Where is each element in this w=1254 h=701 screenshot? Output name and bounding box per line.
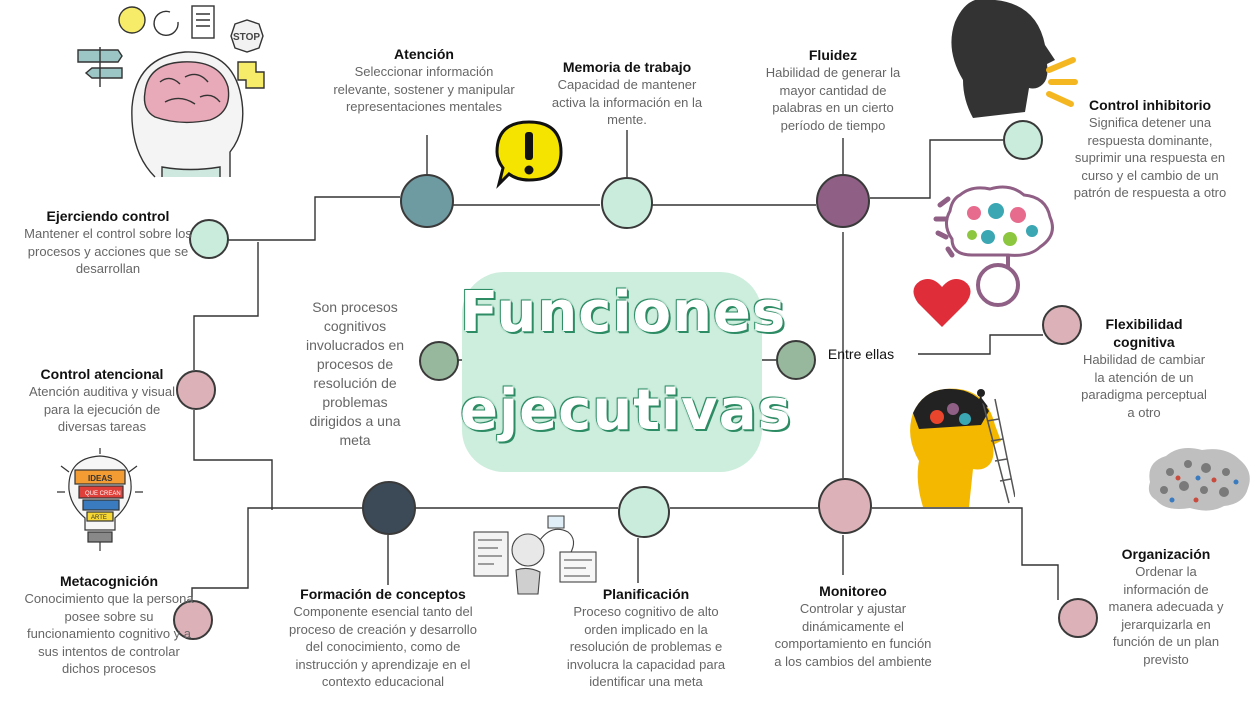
desc-formacion: Componente esencial tanto del proceso de… (289, 604, 477, 689)
title-planificacion: Planificación (602, 586, 690, 602)
block-fluidez: Fluidez Habilidad de generar la mayor ca… (757, 46, 909, 134)
desc-control-atencional: Atención auditiva y visual para la ejecu… (29, 384, 175, 434)
node-memoria (601, 177, 653, 229)
desc-organizacion: Ordenar la información de manera adecuad… (1108, 564, 1224, 667)
node-metacognicion (173, 600, 213, 640)
block-atencion: Atención Seleccionar información relevan… (333, 45, 515, 116)
node-formacion (362, 481, 416, 535)
desc-ejerciendo-control: Mantener el control sobre los procesos y… (24, 226, 192, 276)
title-control-inhibitorio: Control inhibitorio (1088, 97, 1212, 113)
title-ejerciendo-control: Ejerciendo control (46, 208, 170, 224)
stop-text: STOP (233, 32, 260, 43)
block-memoria: Memoria de trabajo Capacidad de mantener… (545, 58, 709, 129)
node-control-inhibitorio (1003, 120, 1043, 160)
block-organizacion: Organización Ordenar la información de m… (1100, 545, 1232, 668)
bulb-label-2: ARTE (91, 515, 107, 521)
head-gears-ladder-icon (910, 388, 1015, 507)
node-planificacion (618, 486, 670, 538)
desc-atencion: Seleccionar información relevante, soste… (333, 64, 515, 114)
title-monitoreo: Monitoreo (819, 583, 887, 599)
intro-text: Son procesos cognitivos involucrados en … (300, 298, 410, 450)
block-ejerciendo-control: Ejerciendo control Mantener el control s… (24, 207, 192, 278)
lightbulb-ideas-icon: IDEAS QUE CREAN ARTE (57, 448, 143, 551)
connector-label: Entre ellas (818, 346, 904, 364)
node-ejerciendo-control (189, 219, 229, 259)
sketch-notes-icon (473, 515, 597, 595)
block-formacion: Formación de conceptos Componente esenci… (280, 585, 486, 691)
title-formacion: Formación de conceptos (300, 586, 466, 602)
block-planificacion: Planificación Proceso cognitivo de alto … (562, 585, 730, 691)
desc-metacognicion: Conocimiento que la persona posee sobre … (24, 591, 194, 676)
title-memoria: Memoria de trabajo (562, 59, 692, 75)
block-flexibilidad: Flexibilidad cognitiva Habilidad de camb… (1080, 315, 1208, 421)
desc-monitoreo: Controlar y ajustar dinámicamente el com… (774, 601, 932, 669)
brain-collage-icon (1148, 448, 1250, 511)
desc-control-inhibitorio: Significa detener una respuesta dominant… (1073, 115, 1227, 200)
bulb-label-0: IDEAS (88, 474, 113, 483)
block-monitoreo: Monitoreo Controlar y ajustar dinámicame… (770, 582, 936, 670)
title-control-atencional: Control atencional (40, 366, 164, 382)
title-atencion: Atención (394, 46, 454, 62)
desc-planificacion: Proceso cognitivo de alto orden implicad… (566, 604, 726, 689)
node-fluidez (816, 174, 870, 228)
title-line-1: Funciones (460, 280, 787, 345)
brain-gears-heart-icon (913, 185, 1054, 327)
title-organizacion: Organización (1121, 546, 1211, 562)
entre-ellas-label: Entre ellas (827, 346, 895, 362)
block-control-atencional: Control atencional Atención auditiva y v… (22, 365, 182, 436)
node-monitoreo (818, 478, 872, 534)
intro-desc: Son procesos cognitivos involucrados en … (305, 299, 405, 448)
node-organizacion (1058, 598, 1098, 638)
head-brain-icon: STOP (77, 5, 265, 178)
node-entre-ellas (776, 340, 816, 380)
title-metacognicion: Metacognición (59, 573, 158, 589)
desc-memoria: Capacidad de mantener activa la informac… (551, 77, 703, 127)
desc-fluidez: Habilidad de generar la mayor cantidad d… (765, 65, 901, 133)
title-flexibilidad: Flexibilidad cognitiva (1105, 316, 1183, 350)
exclamation-bubble-icon (495, 120, 563, 189)
node-flexibilidad (1042, 305, 1082, 345)
node-intro (419, 341, 459, 381)
title-glow (462, 272, 762, 472)
title-line-2: ejecutivas (460, 378, 792, 443)
block-control-inhibitorio: Control inhibitorio Significa detener un… (1066, 96, 1234, 202)
title-fluidez: Fluidez (808, 47, 858, 63)
node-atencion (400, 174, 454, 228)
block-metacognicion: Metacognición Conocimiento que la person… (20, 572, 198, 678)
node-control-atencional (176, 370, 216, 410)
speaking-head-icon (951, 0, 1078, 118)
bulb-label-1: QUE CREAN (85, 491, 121, 497)
desc-flexibilidad: Habilidad de cambiar la atención de un p… (1081, 352, 1207, 420)
